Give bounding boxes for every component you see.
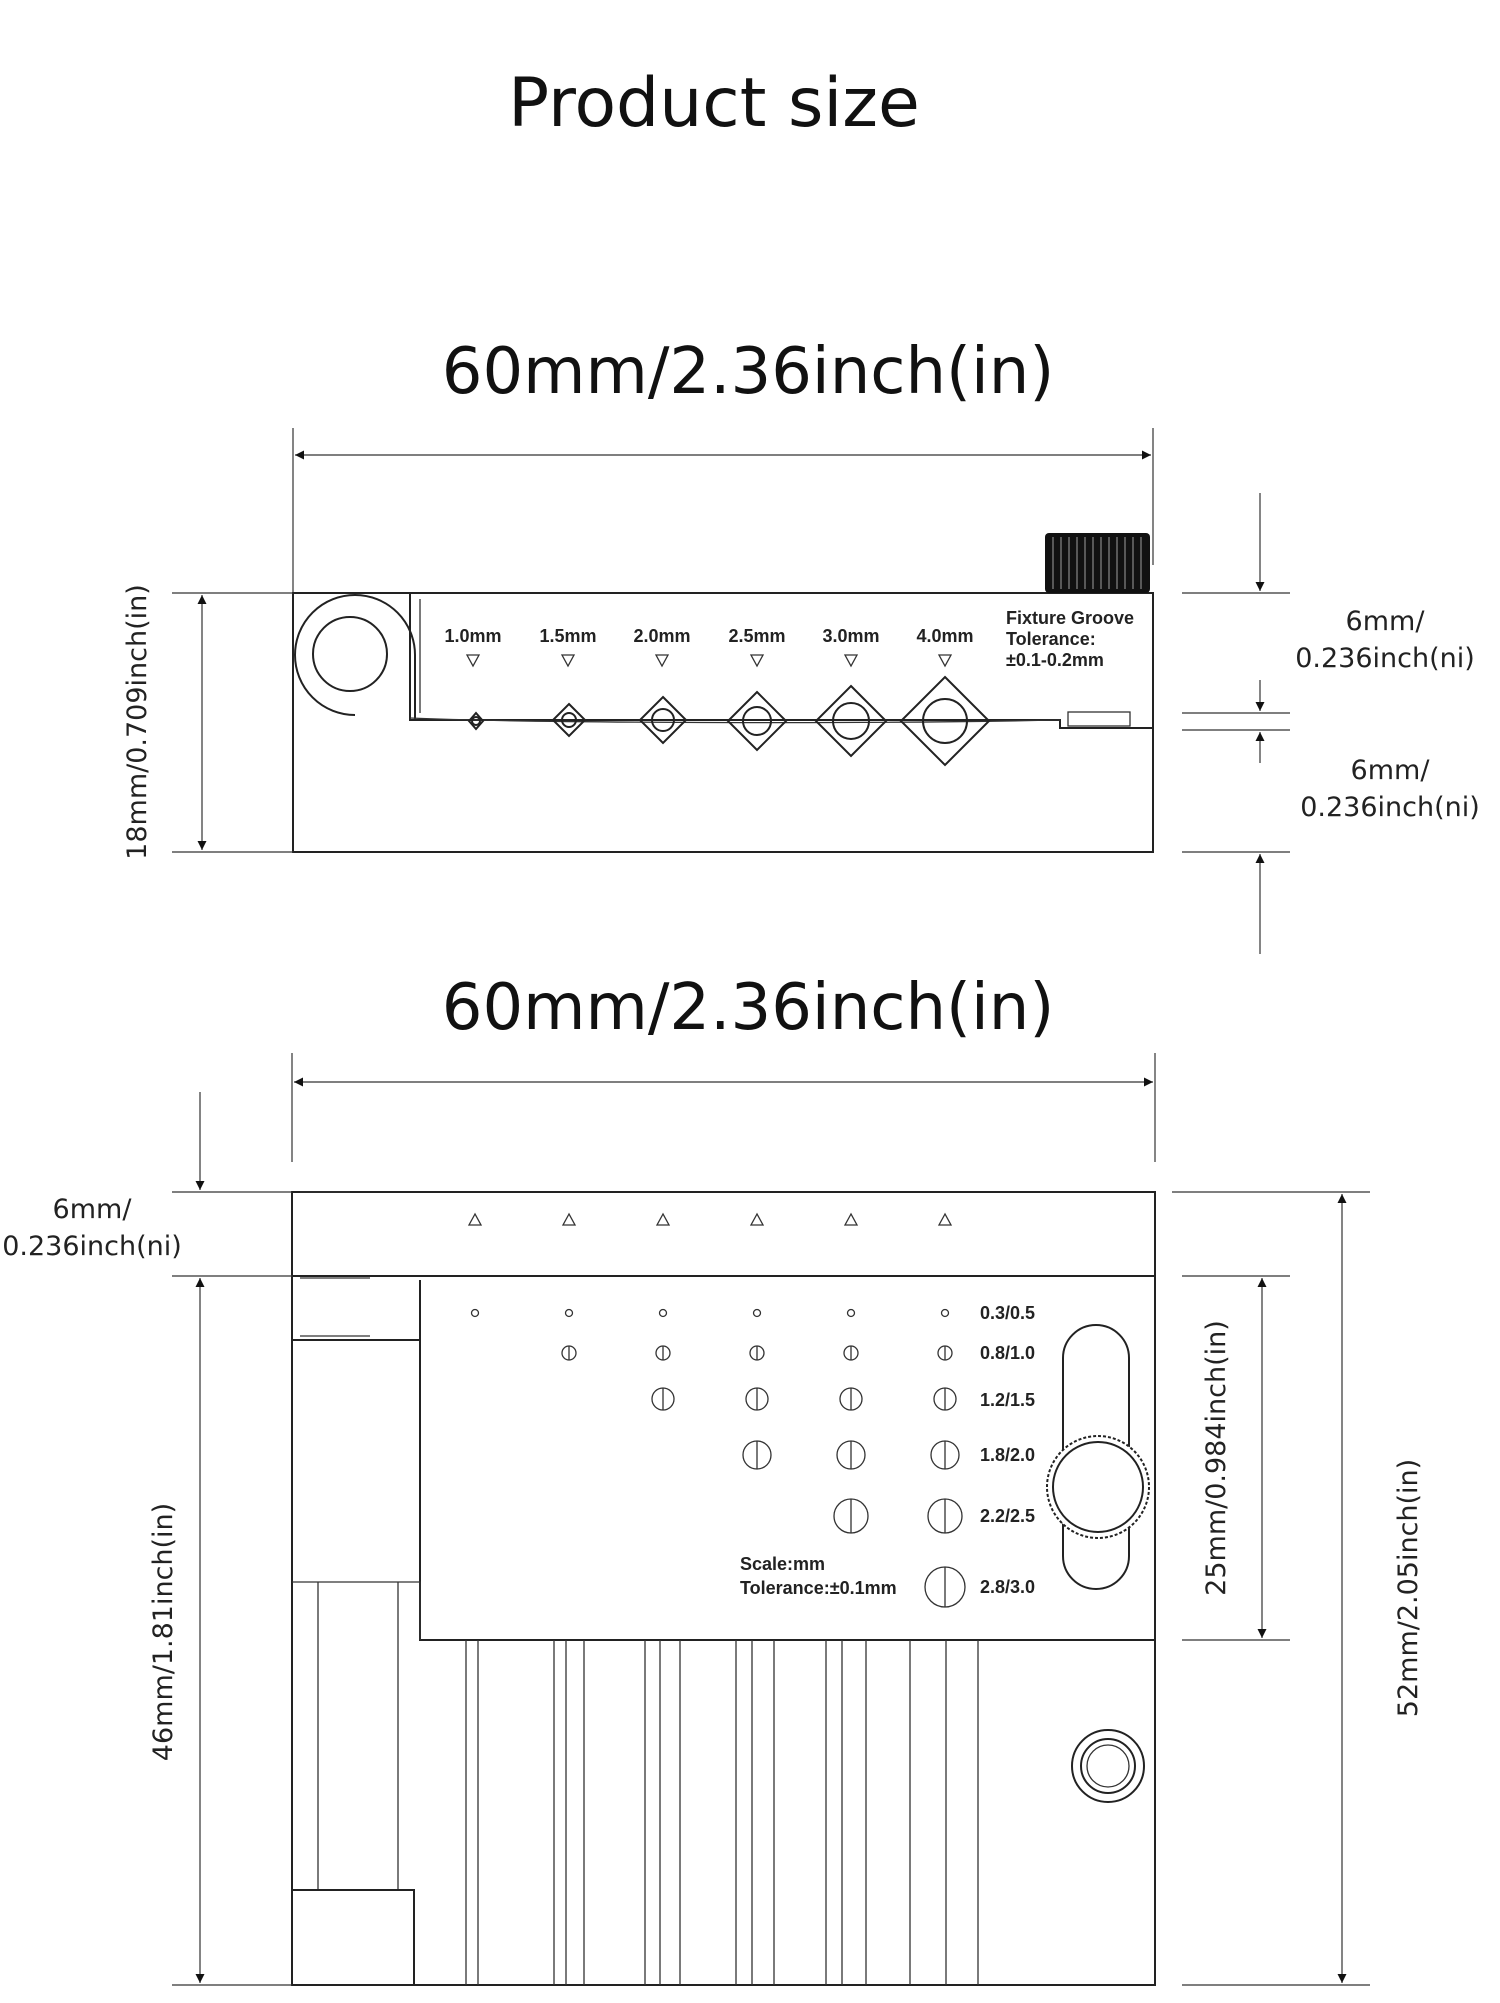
side-width-label: 60mm/2.36inch(in)	[442, 335, 1055, 409]
knurled-knob	[1046, 1435, 1150, 1539]
top-left-foot	[291, 1889, 415, 1986]
side-right-bottom-label: 6mm/	[1351, 755, 1431, 786]
groove-note-line: Fixture Groove	[1006, 608, 1134, 628]
top-corner-step	[292, 1280, 421, 1341]
top-width-label: 60mm/2.36inch(in)	[442, 971, 1055, 1045]
scale-note: Scale:mm	[740, 1554, 825, 1574]
side-size-label: 2.0mm	[633, 626, 690, 646]
top-left-top-label: 0.236inch(ni)	[2, 1231, 182, 1262]
hole-row-label: 2.8/3.0	[980, 1577, 1035, 1597]
side-size-label: 2.5mm	[728, 626, 785, 646]
hole-row-label: 0.3/0.5	[980, 1303, 1035, 1323]
side-knob-knurl	[1052, 537, 1142, 589]
groove-note-line: ±0.1-0.2mm	[1006, 650, 1104, 670]
mount-screw-inner	[1080, 1738, 1136, 1794]
top-left-height-label: 46mm/1.81inch(in)	[148, 1503, 179, 1761]
side-right-top-label: 6mm/	[1346, 606, 1426, 637]
side-knurled-knob	[1045, 533, 1150, 593]
mount-screw-core	[1086, 1744, 1130, 1788]
page-title: Product size	[508, 64, 920, 143]
side-right-top-label: 0.236inch(ni)	[1295, 643, 1475, 674]
side-boss-outline	[294, 594, 416, 720]
side-size-label: 1.5mm	[539, 626, 596, 646]
side-view: 60mm/2.36inch(in) 1.0mm 1.5mm 2.0mm 2.5m…	[122, 335, 1480, 954]
side-size-label: 1.0mm	[444, 626, 501, 646]
top-right-total-label: 52mm/2.05inch(in)	[1393, 1459, 1424, 1717]
hole-row-label: 0.8/1.0	[980, 1343, 1035, 1363]
top-body-outline	[291, 1191, 1156, 1986]
side-height-label: 18mm/0.709inch(in)	[122, 584, 153, 860]
side-triangle-markers	[465, 654, 953, 668]
comb-teeth	[465, 1640, 979, 1985]
hole-row-label: 1.8/2.0	[980, 1445, 1035, 1465]
side-groove-line	[409, 717, 1061, 724]
side-right-bottom-label: 0.236inch(ni)	[1300, 792, 1480, 823]
top-hole-grid	[470, 1308, 966, 1608]
hole-row-label: 1.2/1.5	[980, 1390, 1035, 1410]
hole-row-label: 2.2/2.5	[980, 1506, 1035, 1526]
top-triangle-markers	[467, 1212, 953, 1226]
mount-screw	[1071, 1729, 1145, 1803]
top-left-slot	[292, 1581, 421, 1640]
side-size-label: 3.0mm	[822, 626, 879, 646]
top-view: 60mm/2.36inch(in)	[2, 971, 1424, 1986]
side-boss-hole	[312, 616, 388, 692]
side-body-outline	[292, 592, 1154, 853]
scale-note: Tolerance:±0.1mm	[740, 1578, 897, 1598]
top-left-top-label: 6mm/	[53, 1194, 133, 1225]
groove-note-line: Tolerance:	[1006, 629, 1096, 649]
side-groove-slot	[1067, 711, 1131, 727]
side-size-label: 4.0mm	[916, 626, 973, 646]
knurled-knob-inner	[1052, 1441, 1144, 1533]
side-groove-holes	[467, 675, 991, 767]
top-right-inner-label: 25mm/0.984inch(in)	[1201, 1320, 1232, 1596]
